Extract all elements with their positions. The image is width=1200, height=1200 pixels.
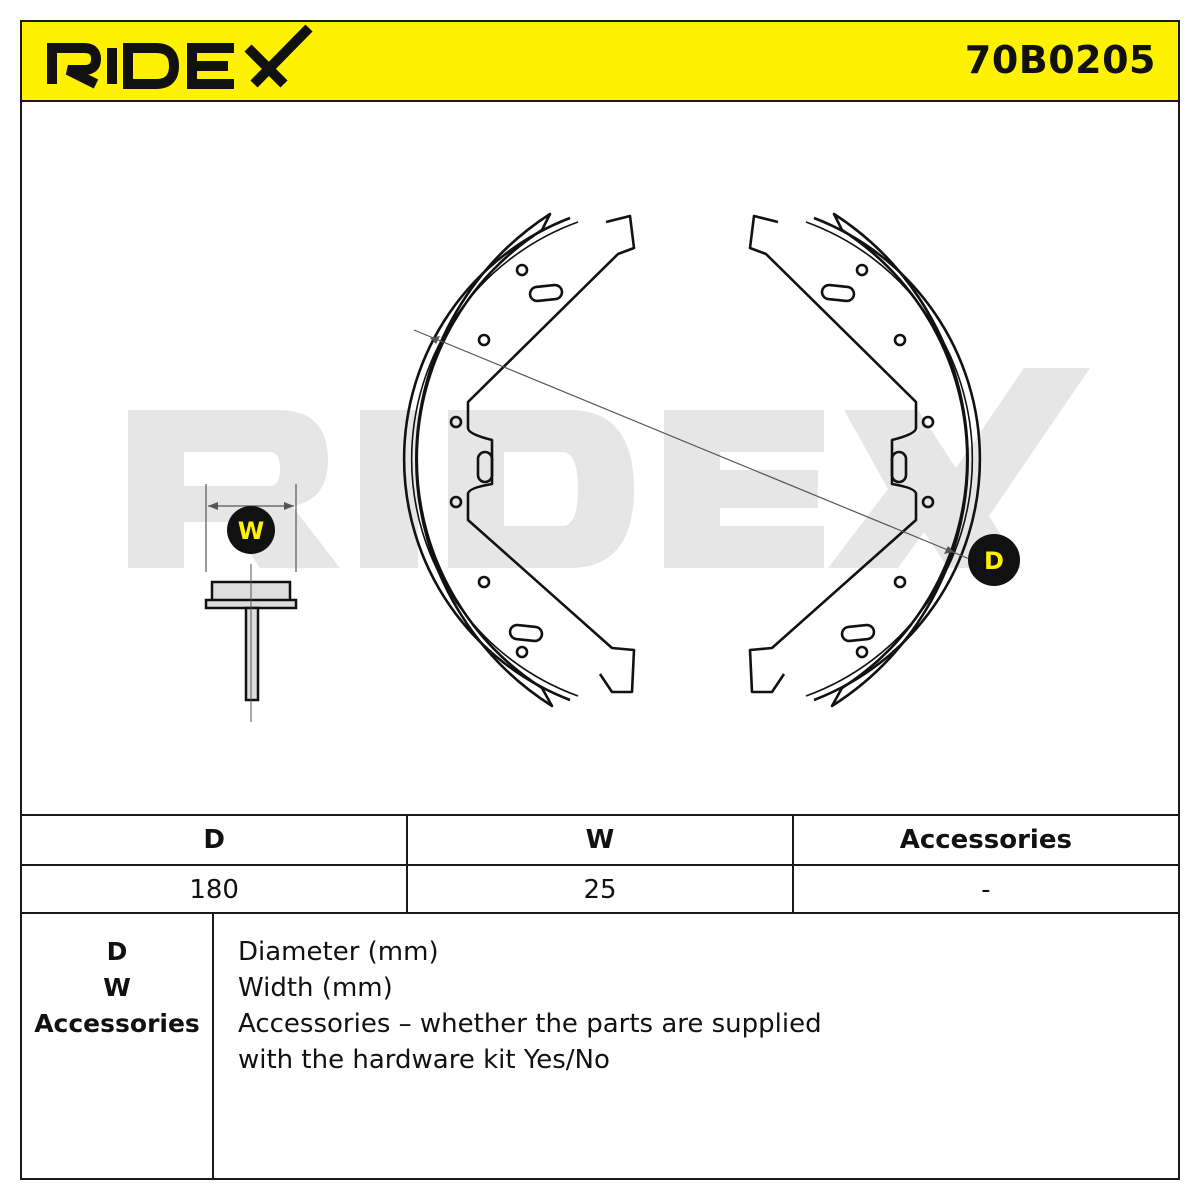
legend-key-accessories: Accessories bbox=[34, 1009, 200, 1038]
legend-section: D W Accessories Diameter (mm) Width (mm)… bbox=[22, 912, 1178, 1180]
legend-desc-accessories: Accessories – whether the parts are supp… bbox=[238, 1009, 822, 1039]
brake-shoe-right bbox=[748, 212, 982, 708]
legend-desc-diameter: Diameter (mm) bbox=[238, 937, 439, 967]
spec-sheet-frame: 70B0205 W bbox=[20, 20, 1180, 1180]
legend-desc-accessories-cont: with the hardware kit Yes/No bbox=[238, 1045, 610, 1075]
spec-value-accessories: - bbox=[791, 864, 1178, 914]
legend-desc-width: Width (mm) bbox=[238, 973, 393, 1003]
legend-descriptions: Diameter (mm) Width (mm) Accessories – w… bbox=[238, 934, 822, 1078]
spec-header-accessories: Accessories bbox=[791, 814, 1178, 865]
part-number: 70B0205 bbox=[964, 38, 1156, 82]
spec-table: D W Accessories 180 25 - bbox=[22, 814, 1178, 914]
width-marker: W bbox=[227, 506, 275, 554]
technical-drawing: W bbox=[128, 212, 1090, 722]
spec-table-header-row: D W Accessories bbox=[22, 814, 1178, 865]
diameter-marker: D bbox=[968, 534, 1020, 586]
header-bar: 70B0205 bbox=[22, 22, 1178, 102]
width-marker-label: W bbox=[238, 517, 264, 545]
spec-header-d: D bbox=[22, 814, 408, 865]
legend-keys: D W Accessories bbox=[22, 914, 214, 1180]
diameter-dimension-line bbox=[413, 329, 973, 561]
brake-shoe-left bbox=[402, 212, 636, 708]
legend-key-w: W bbox=[103, 973, 131, 1002]
width-section-view bbox=[204, 484, 298, 722]
diameter-marker-label: D bbox=[984, 547, 1004, 575]
spec-table-value-row: 180 25 - bbox=[22, 864, 1178, 914]
legend-key-d: D bbox=[106, 937, 128, 966]
spec-header-w: W bbox=[406, 814, 793, 865]
spec-value-d: 180 bbox=[22, 864, 408, 914]
ridex-logo bbox=[47, 24, 313, 89]
spec-value-w: 25 bbox=[406, 864, 793, 914]
